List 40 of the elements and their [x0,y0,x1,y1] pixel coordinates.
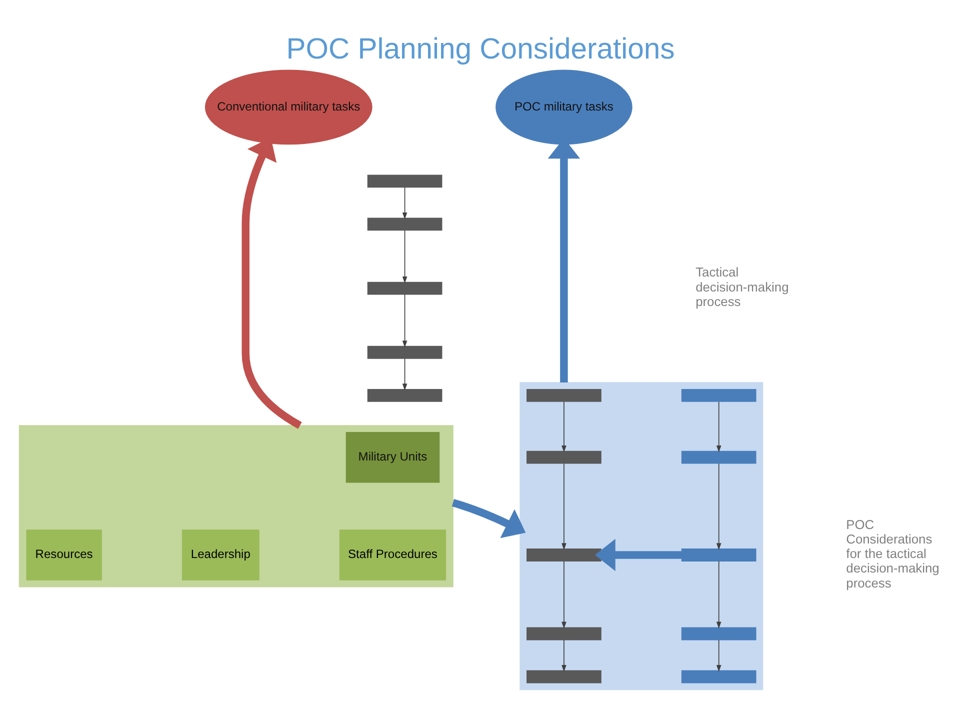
arrow [716,400,721,452]
node-box [680,450,756,464]
node-box: Military Units [345,431,440,482]
node-box [366,345,442,358]
node-ellipse: Conventional military tasks [204,69,372,144]
arrow [561,462,566,550]
node-box: Resources [26,529,102,580]
arrow [561,639,566,672]
arrow [561,400,566,452]
arrow [594,538,682,571]
node-box [366,217,442,230]
arrow [716,639,721,672]
node-box [526,548,601,561]
node-ellipse: POC military tasks [495,69,632,144]
node-box [526,626,601,640]
cluster [519,382,763,690]
node-box [526,670,601,683]
arrow [716,462,721,550]
arrow [451,498,526,538]
arrow [716,560,721,628]
cluster [18,424,453,587]
node-box [680,388,756,402]
node-box [680,670,756,683]
arrow [402,294,407,348]
arrow [561,560,566,628]
diagram-title: POC Planning Considerations [286,32,674,65]
node-box [366,388,442,402]
node-box [526,388,601,402]
node-box [680,548,756,561]
node-box: Staff Procedures [338,529,446,580]
node-box [680,626,756,640]
node-box: Leadership [181,529,259,580]
arrow [402,186,407,219]
node-box [366,174,442,188]
node-box [366,281,442,294]
arrow [402,229,407,283]
label: Tactical decision-making process [695,264,788,308]
label: POC Considerations for the tactical decision-making process [846,516,939,590]
arrow [402,358,407,390]
node-box [526,450,601,464]
